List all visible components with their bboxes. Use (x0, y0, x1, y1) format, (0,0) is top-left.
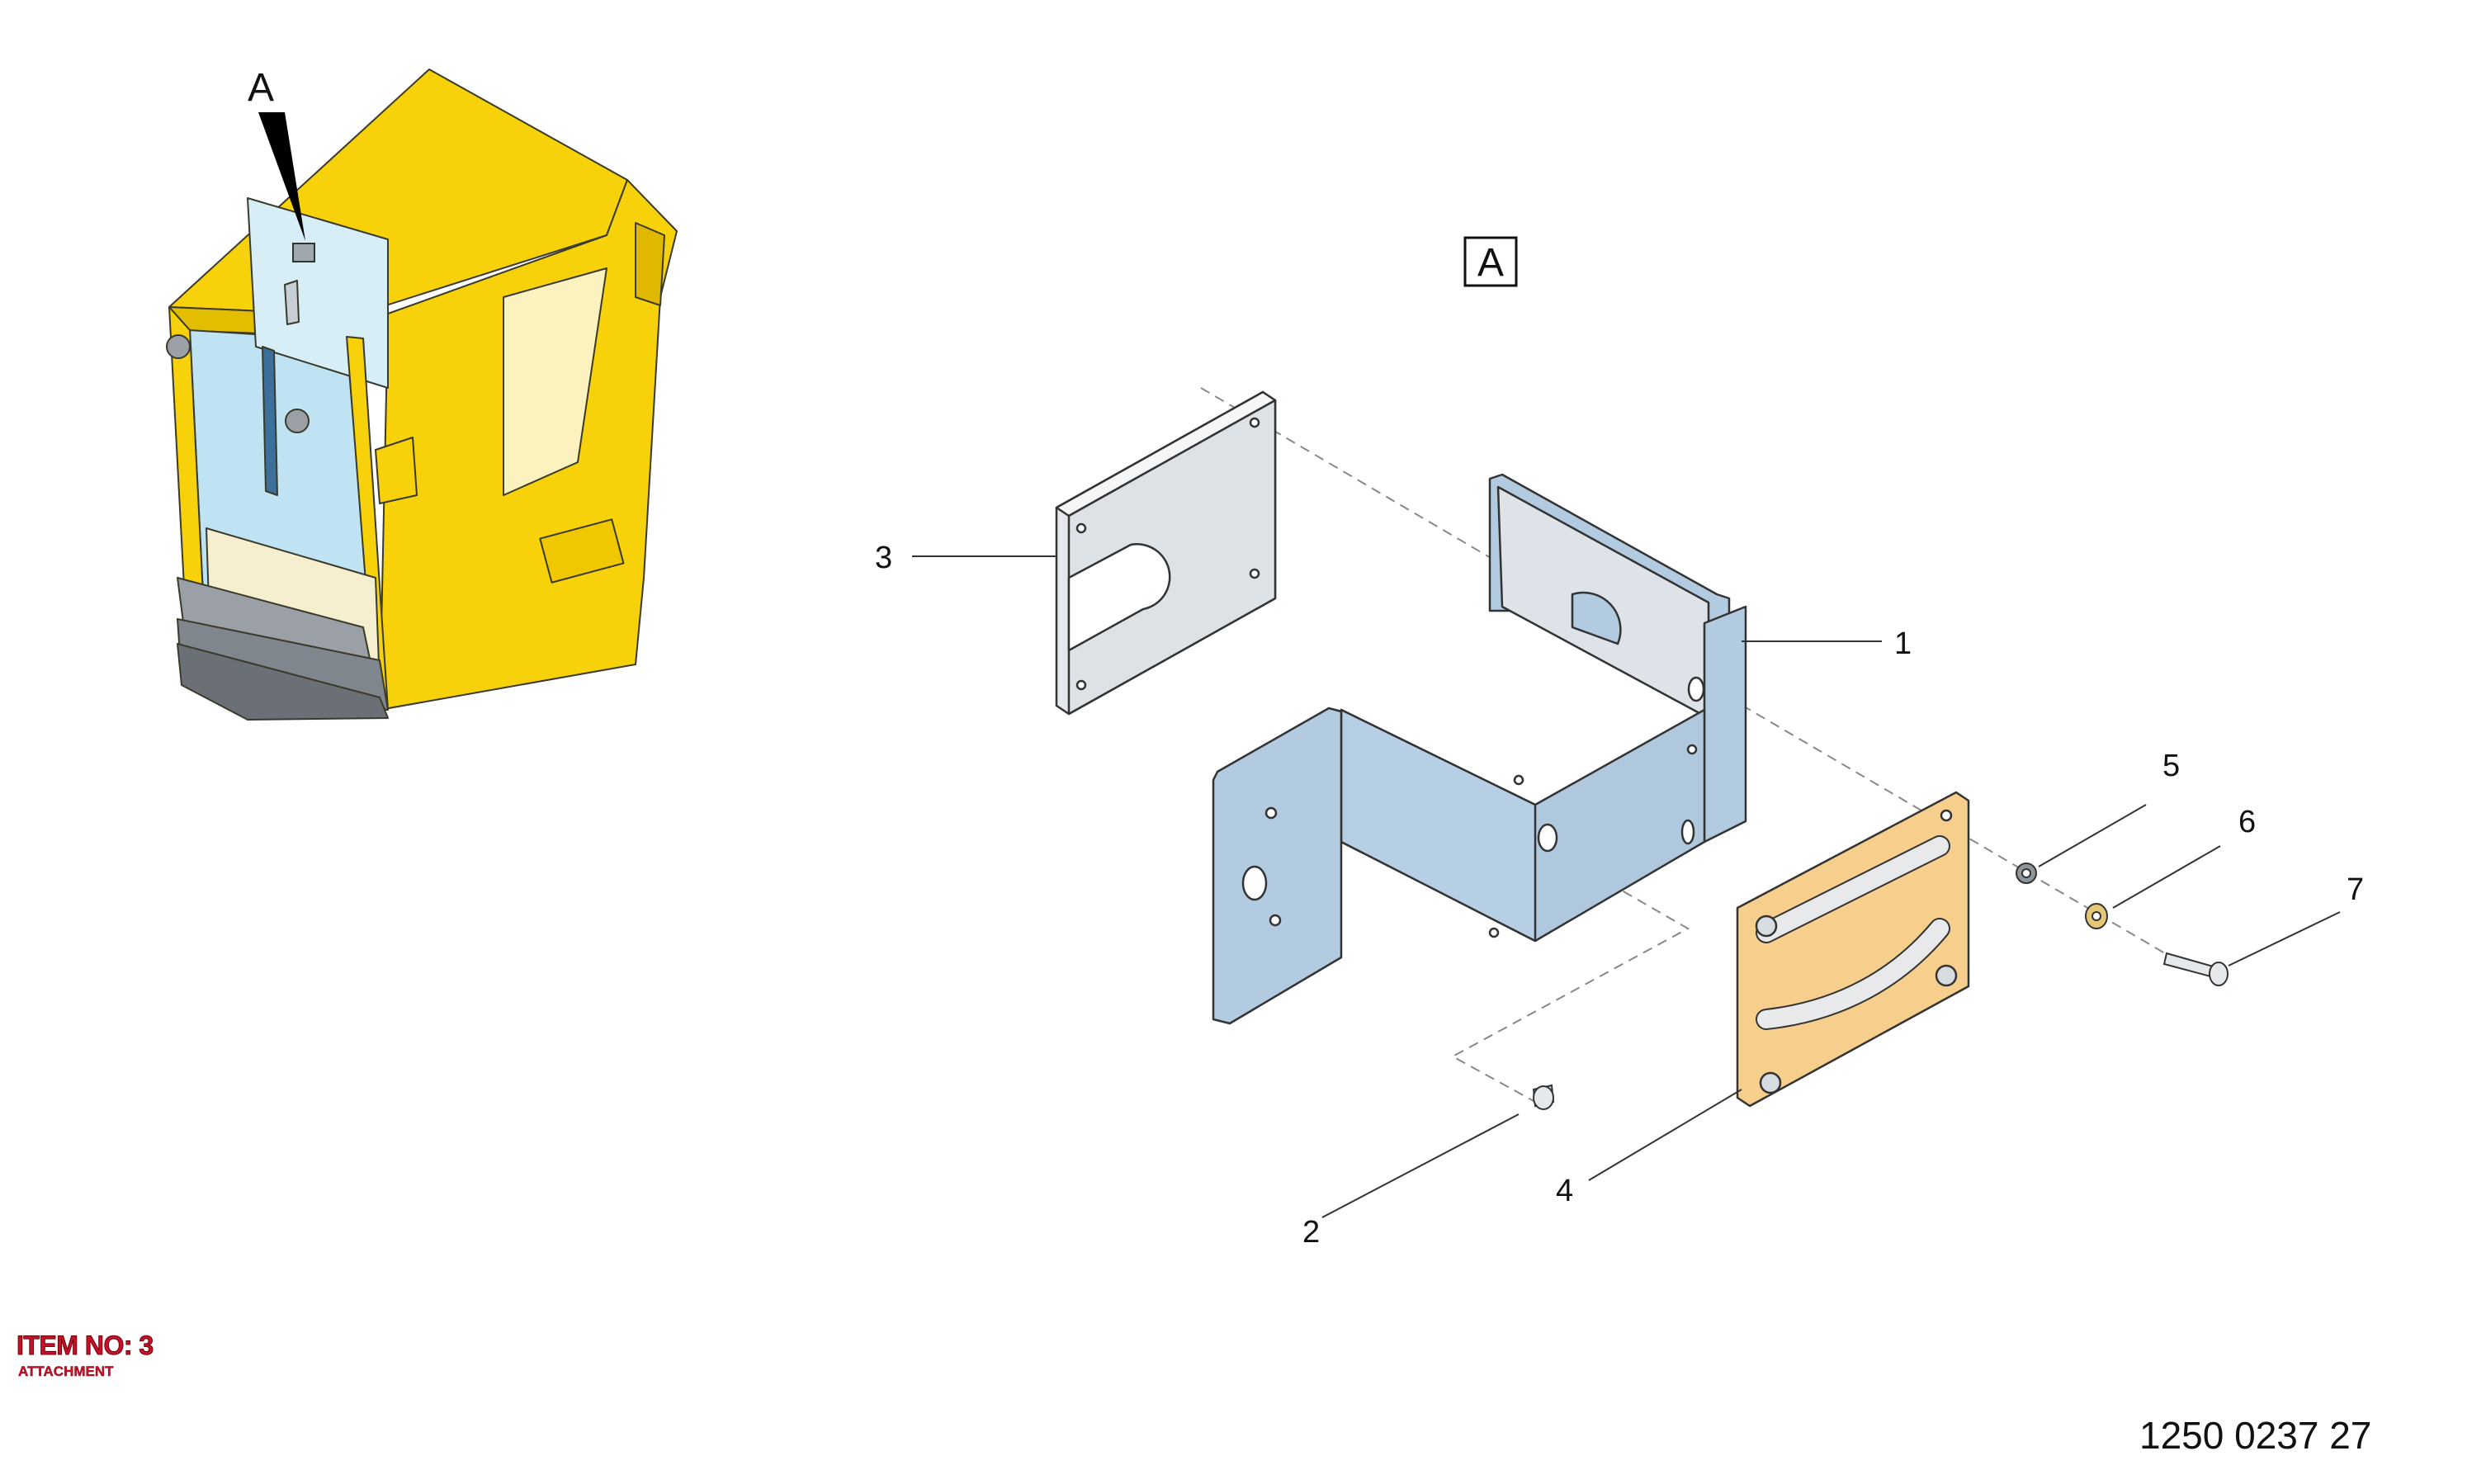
callout-labels: 1 2 3 4 5 6 7 (875, 541, 2364, 1250)
cab-overview-illustration (166, 69, 678, 721)
drawing-number: 1250 0237 27 (2139, 1414, 2372, 1457)
callout-4: 4 (1556, 1174, 1573, 1208)
callout-1: 1 (1894, 626, 1912, 661)
part-7-bolt (2162, 952, 2229, 986)
part-4-orange-plate (1736, 791, 1970, 1108)
detail-view-label: A (1463, 236, 1518, 287)
part-2-screw (1532, 1084, 1555, 1110)
callout-2: 2 (1302, 1215, 1320, 1250)
detail-a-pointer-letter: A (248, 66, 274, 110)
part-3-shim-plate (1055, 390, 1277, 716)
part-6-washer (2085, 903, 2108, 929)
callout-6: 6 (2238, 805, 2256, 839)
callout-3: 3 (875, 541, 892, 575)
callout-leaders (912, 555, 2341, 1218)
part-5-washer (2016, 863, 2037, 884)
item-title: ITEM NO: 3 (17, 1330, 154, 1361)
item-subtitle: ATTACHMENT (18, 1363, 114, 1379)
svg-text:A: A (1477, 241, 1504, 285)
detail-a-pointer: A (248, 66, 315, 262)
callout-7: 7 (2347, 872, 2364, 907)
callout-5: 5 (2162, 749, 2180, 783)
part-1-bracket (1212, 473, 1747, 1025)
